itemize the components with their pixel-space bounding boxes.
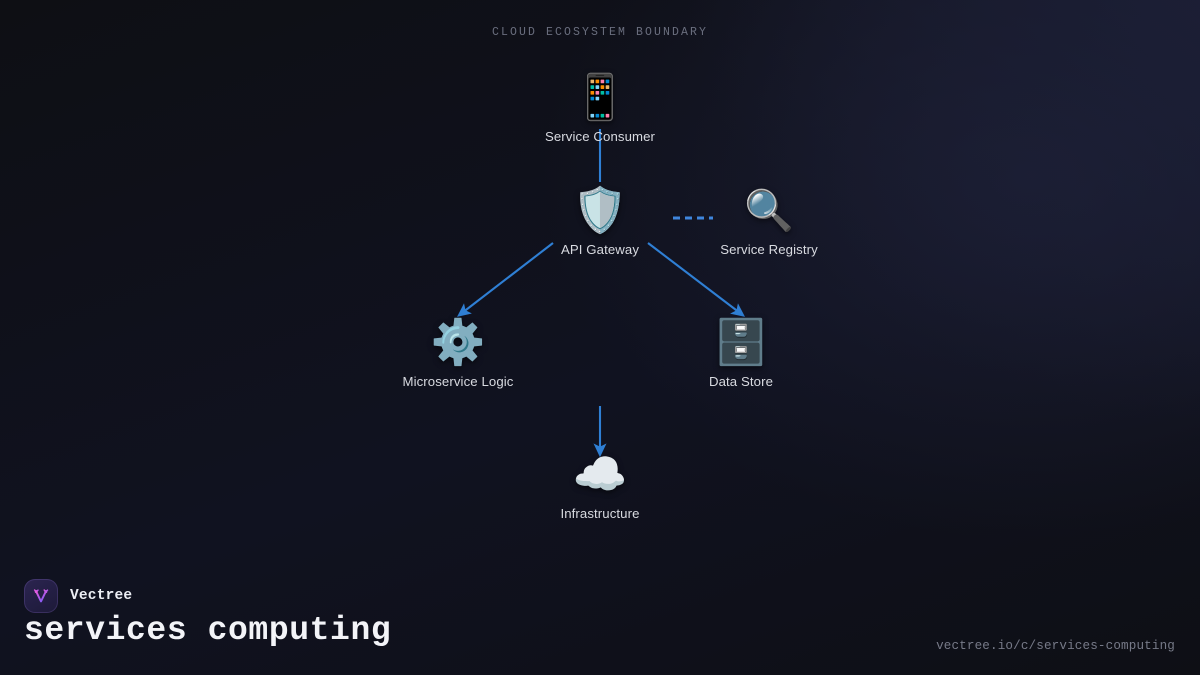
node-label: Infrastructure <box>560 506 640 521</box>
brand-name: Vectree <box>70 588 133 604</box>
footer: Vectree services computing vectree.io/c/… <box>0 555 1200 675</box>
mobile-phone-icon: 📱 <box>572 73 628 122</box>
node-label: Data Store <box>708 374 774 389</box>
vectree-logo-icon <box>24 579 58 613</box>
node-service-consumer[interactable]: 📱 Service Consumer <box>490 72 710 144</box>
node-label: Service Registry <box>720 242 818 257</box>
file-cabinet-icon: 🗄️ <box>713 318 769 367</box>
node-label: Service Consumer <box>544 129 656 144</box>
node-infrastructure[interactable]: ☁️ Infrastructure <box>490 449 710 521</box>
node-api-gateway[interactable]: 🛡️ API Gateway <box>490 185 710 257</box>
node-label: Microservice Logic <box>402 374 514 389</box>
page-title: services computing <box>24 612 392 649</box>
node-label: API Gateway <box>560 242 640 257</box>
gear-icon: ⚙️ <box>430 318 486 367</box>
cloud-icon: ☁️ <box>572 450 628 499</box>
node-service-registry[interactable]: 🔍 Service Registry <box>659 185 879 257</box>
node-data-store[interactable]: 🗄️ Data Store <box>631 317 851 389</box>
boundary-title: CLOUD ECOSYSTEM BOUNDARY <box>491 26 709 39</box>
shield-icon: 🛡️ <box>572 186 628 235</box>
node-microservice-logic[interactable]: ⚙️ Microservice Logic <box>348 317 568 389</box>
brand[interactable]: Vectree <box>24 579 132 613</box>
magnifying-glass-icon: 🔍 <box>744 189 794 233</box>
page-url: vectree.io/c/services-computing <box>936 639 1175 653</box>
